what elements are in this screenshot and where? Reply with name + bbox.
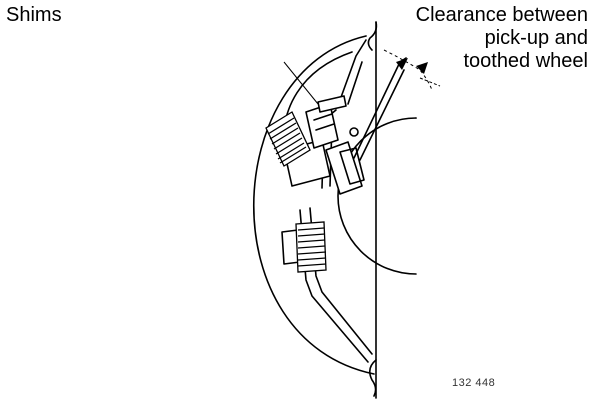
pickup-body-detail bbox=[313, 113, 333, 121]
shim-stack bbox=[265, 111, 311, 167]
pickup-body-detail-2 bbox=[315, 123, 335, 131]
shims-label: Shims bbox=[6, 4, 62, 26]
shims-leader-line bbox=[283, 61, 319, 105]
bracket-bolt bbox=[349, 127, 359, 137]
housing-outline bbox=[253, 35, 375, 375]
clearance-label: Clearance between pick-up and toothed wh… bbox=[416, 4, 588, 73]
clearance-label-line-3: toothed wheel bbox=[463, 50, 588, 72]
clearance-label-line-2: pick-up and bbox=[484, 27, 588, 49]
toothed-wheel bbox=[337, 117, 417, 275]
lower-coil bbox=[295, 221, 327, 273]
clearance-leader bbox=[419, 77, 441, 87]
clearance-rod-2 bbox=[359, 69, 405, 161]
clearance-arrow-right bbox=[416, 62, 428, 74]
bottom-mounting-tab bbox=[368, 359, 377, 397]
top-mounting-tab bbox=[367, 21, 378, 51]
clearance-rod bbox=[353, 57, 407, 159]
sensor-head-inner bbox=[339, 147, 365, 185]
sensor-arm bbox=[339, 39, 367, 101]
figure-number: 132 448 bbox=[452, 377, 496, 389]
toothed-wheel-arc-right bbox=[415, 117, 495, 275]
sensor-arm-2 bbox=[347, 61, 363, 105]
bracket-lug bbox=[317, 95, 347, 113]
clearance-label-line-1: Clearance between bbox=[415, 4, 588, 26]
sensor-head bbox=[325, 141, 363, 195]
clearance-dashed-arc bbox=[383, 49, 433, 91]
clearance-arrow-left bbox=[396, 58, 408, 70]
